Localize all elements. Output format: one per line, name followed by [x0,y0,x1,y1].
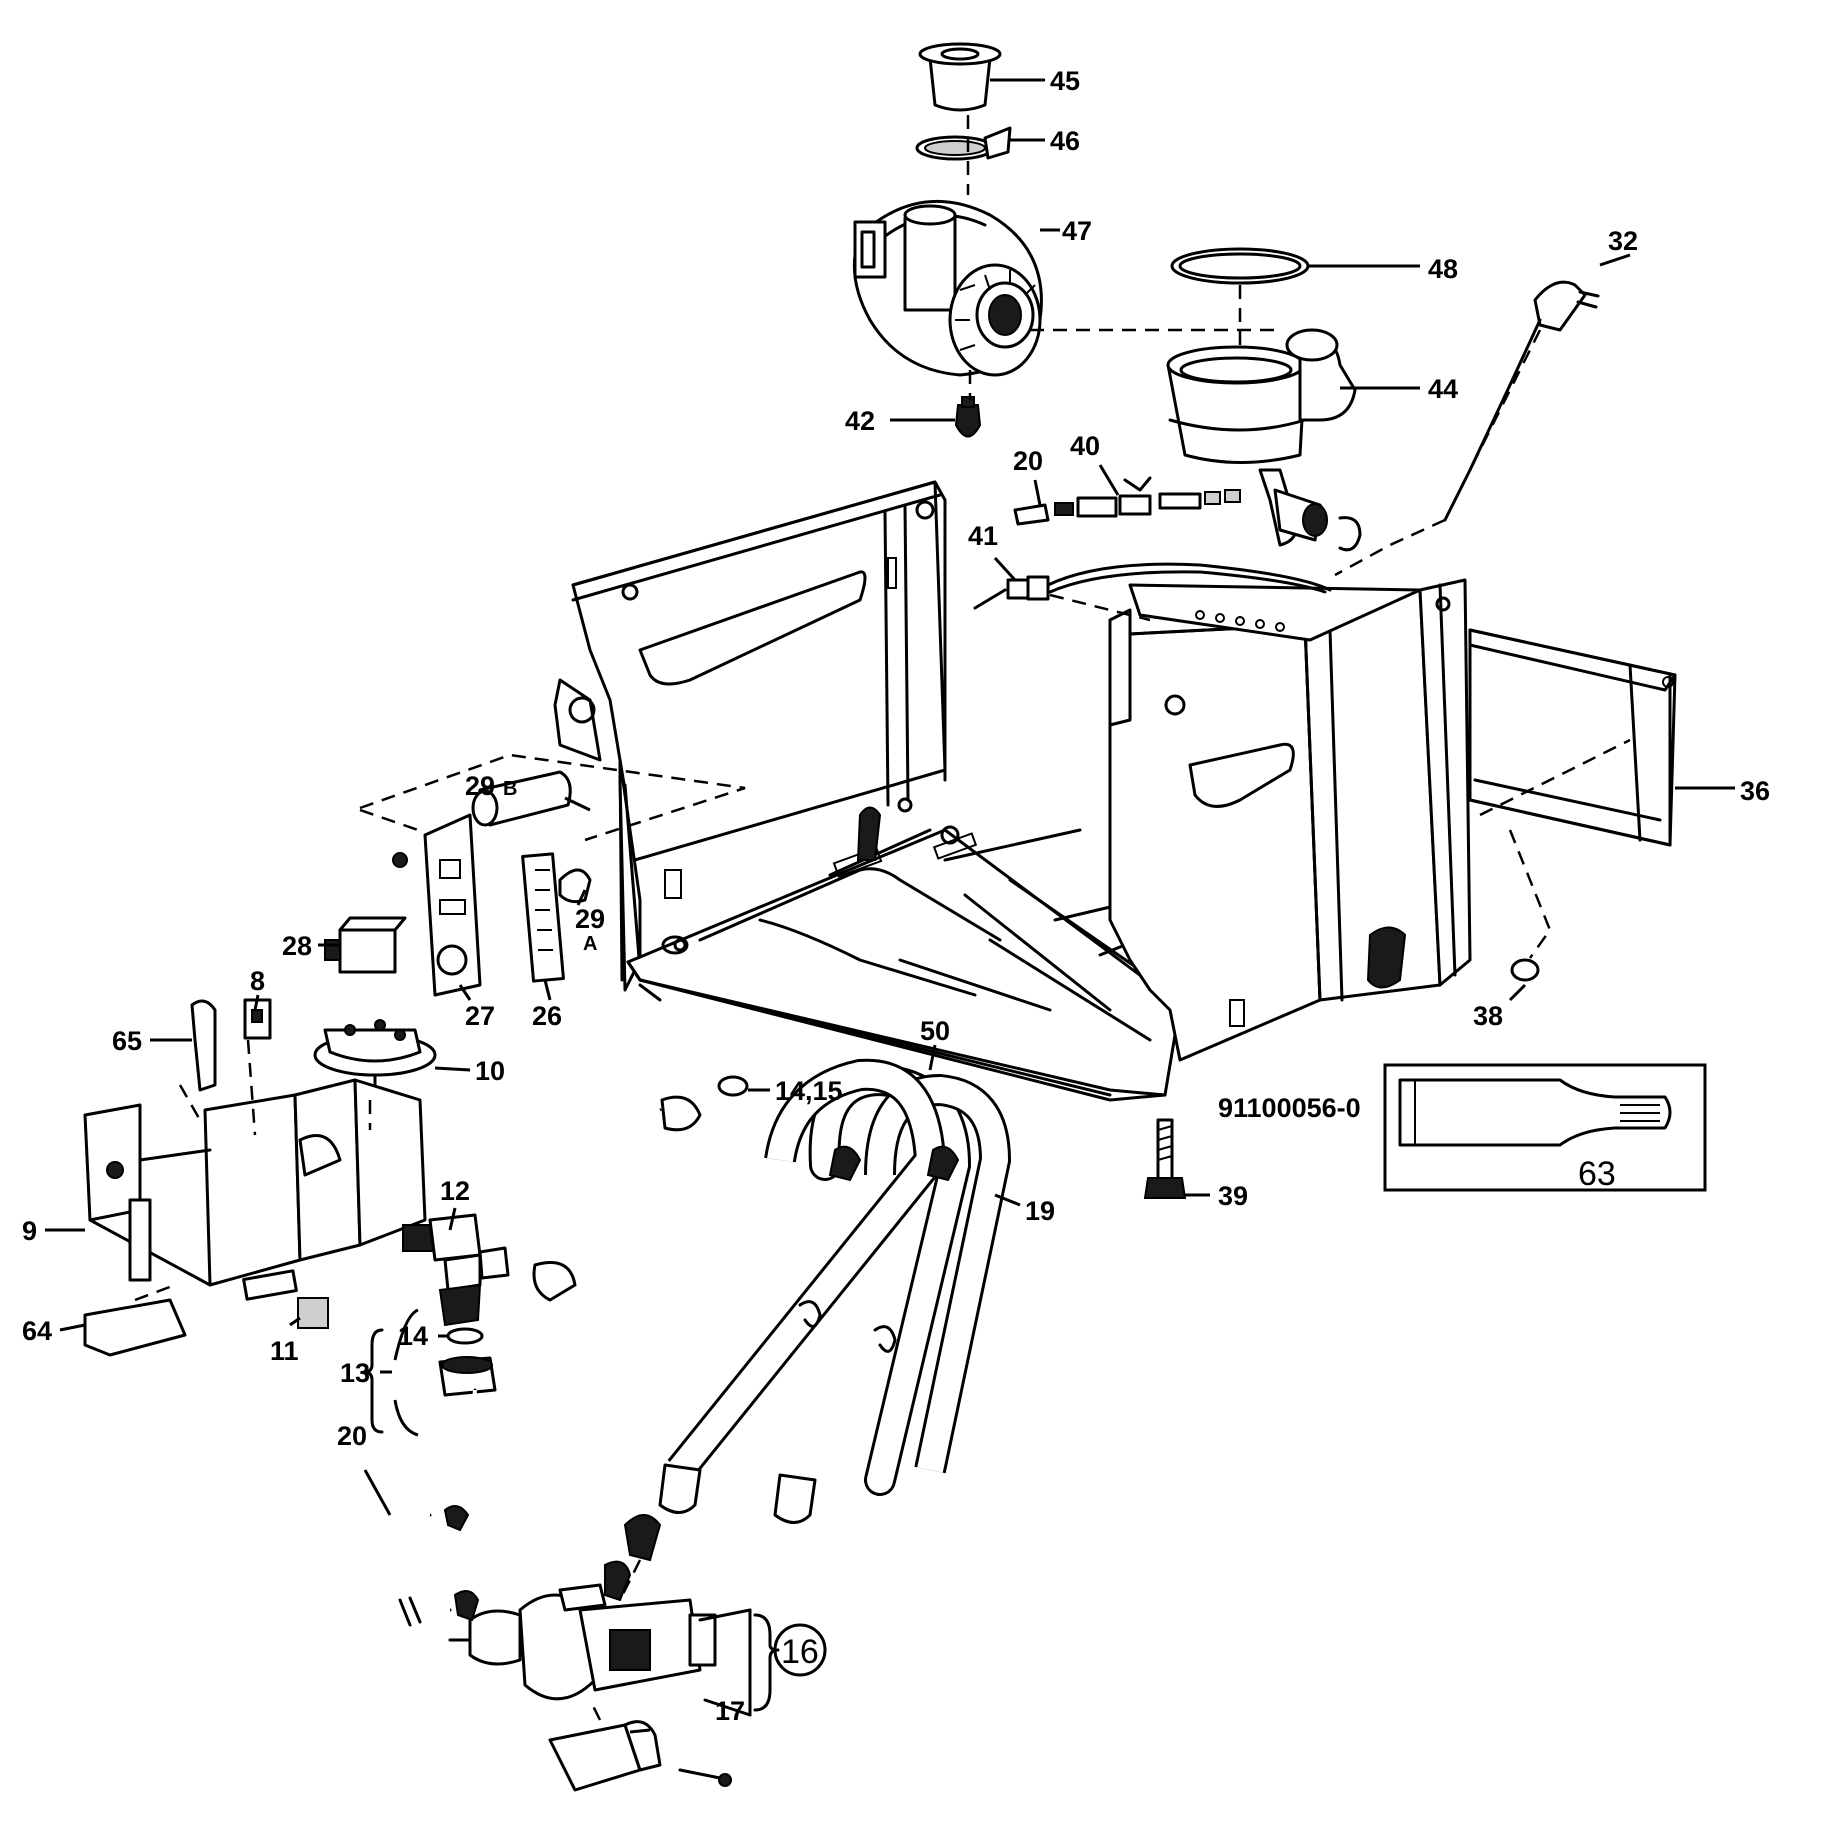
washer-14 [446,1327,484,1345]
screw-39 [1143,1118,1187,1199]
capacitor-29b [471,770,572,827]
callout-26: 26 [532,1001,562,1031]
callout-10: 10 [475,1056,505,1086]
callout-46: 46 [1050,126,1080,156]
drain-pump-16 [448,1560,717,1701]
leader-lines [45,78,1735,1734]
pressure-switch-10 [313,1019,437,1102]
callout-19: 19 [1025,1196,1055,1226]
callout-39: 39 [1218,1181,1248,1211]
callout-28: 28 [282,931,312,961]
callout-47: 47 [1062,216,1092,246]
part-40-fitting [1013,476,1241,526]
callout-27: 27 [465,1001,495,1031]
hose-nut-14-15 [660,1075,749,1132]
pump-connector [618,1514,662,1601]
rail-36 [1468,628,1677,847]
callout-9: 9 [22,1216,37,1246]
drain-hose-19 [658,1058,1012,1524]
callout-20-top: 20 [1013,446,1043,476]
callout-16: 16 [781,1633,819,1671]
drawing-number: 91100056-0 [1218,1093,1361,1123]
callout-29b-sub: B [503,778,517,800]
callout-63: 63 [1578,1155,1616,1193]
callout-14-15: 14,15 [775,1076,843,1106]
part-45-sleeve [918,42,1002,112]
bracket-9 [83,1078,427,1287]
callout-29a: 29 [575,904,605,934]
part-64 [83,1298,187,1357]
callout-44: 44 [1428,374,1458,404]
circulation-pump-47 [852,199,1043,377]
callout-45: 45 [1050,66,1080,96]
part-29a [558,868,592,904]
callout-50: 50 [920,1016,950,1046]
part-48-ring [1170,247,1310,285]
callout-42: 42 [845,406,875,436]
part-8 [243,998,272,1040]
callout-48: 48 [1428,254,1458,284]
callout-14: 14 [398,1321,428,1351]
nut-13 [438,1356,497,1397]
control-bracket-27 [392,813,482,997]
callout-38: 38 [1473,1001,1503,1031]
part-42 [954,396,982,438]
base-frame [553,480,1472,1102]
relay-28 [324,916,407,974]
part-11 [297,1297,329,1329]
part-44-sump [1166,328,1362,552]
inset-box-63 [1383,1063,1707,1192]
callout-labels: 45 46 47 48 32 44 42 20 40 41 36 29 B 29… [22,66,1770,1726]
callout-64: 64 [22,1316,52,1346]
callout-29b: 29 [465,771,495,801]
callout-17: 17 [715,1696,745,1726]
callout-20-bottom: 20 [337,1421,367,1451]
inlet-valve-12 [402,1213,577,1327]
callout-65: 65 [112,1026,142,1056]
callout-41: 41 [968,521,998,551]
callout-40: 40 [1070,431,1100,461]
part-11-small [242,1269,298,1301]
callout-36: 36 [1740,776,1770,806]
bracket-17 [548,1699,732,1792]
callout-8: 8 [250,966,265,996]
part-46-clamp [915,126,1012,161]
part-41-connector [973,562,1332,610]
terminal-block-26 [521,852,565,983]
callout-11: 11 [270,1336,299,1366]
part-65 [190,999,217,1092]
callout-32: 32 [1608,226,1638,256]
callout-29a-sub: A [583,933,597,955]
part-38 [1510,958,1540,982]
callout-12: 12 [440,1176,470,1206]
part-32-plug [1443,280,1600,522]
